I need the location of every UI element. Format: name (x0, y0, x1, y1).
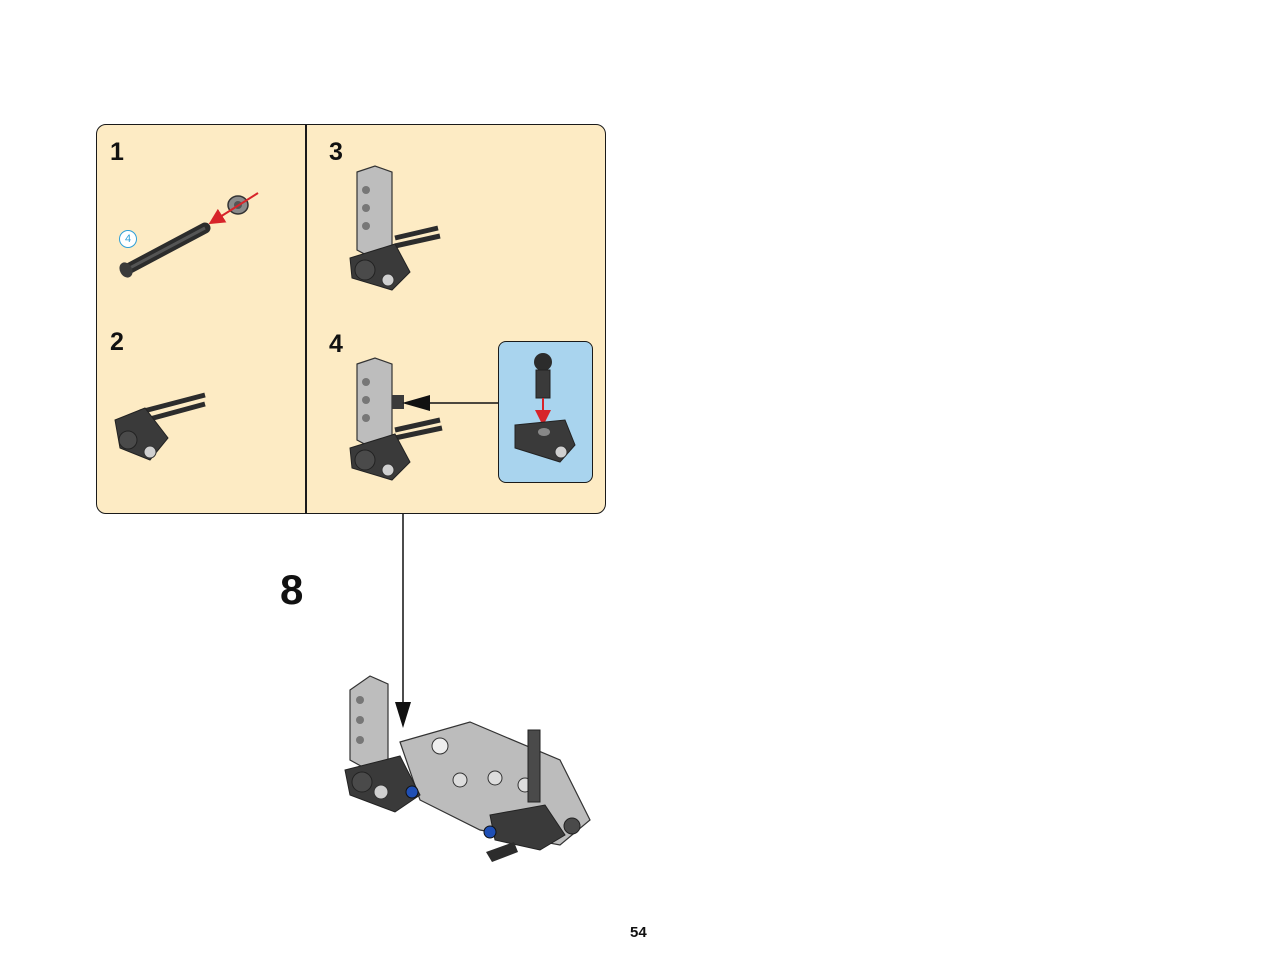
callout-pin-part (534, 353, 552, 399)
substep-1-number: 1 (110, 138, 124, 166)
callout-connector-part (514, 419, 576, 463)
substep-3-number: 3 (329, 138, 343, 166)
step4-callout-arrowhead (402, 395, 430, 411)
step8-assembly-illustration (344, 675, 591, 862)
substep-2-number: 2 (110, 328, 124, 356)
panel-divider (305, 125, 307, 513)
part-quantity-badge: 4 (119, 230, 137, 248)
step1-red-arrow (208, 192, 259, 225)
page-number: 54 (630, 924, 647, 941)
step2-beam-illustration (114, 392, 206, 461)
main-step-number: 8 (280, 566, 304, 613)
substep-4-number: 4 (329, 330, 343, 358)
step3-lbeam-illustration (349, 165, 441, 291)
subassembly-arrowhead (395, 702, 411, 728)
step4-lbeam-illustration (349, 357, 443, 481)
step1-axle-illustration (119, 222, 211, 278)
